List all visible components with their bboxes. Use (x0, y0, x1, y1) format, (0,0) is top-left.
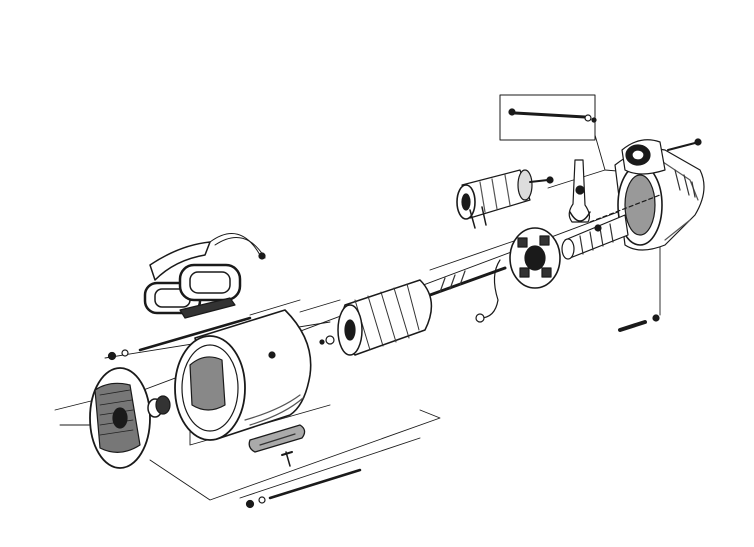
rear-end-cover (89, 367, 151, 469)
engagement-lever (568, 159, 591, 223)
drive-end-housing (614, 138, 705, 251)
solenoid-switch (456, 169, 554, 229)
field-coil-assembly (143, 233, 266, 319)
through-bolts (107, 314, 660, 509)
brush-holder-plate (475, 227, 561, 323)
pinion-drive (561, 194, 661, 260)
yoke-housing (174, 309, 312, 441)
pole-shoe (248, 424, 306, 467)
inset-screw-detail (499, 94, 597, 141)
bushing (147, 395, 171, 418)
armature (319, 266, 507, 356)
